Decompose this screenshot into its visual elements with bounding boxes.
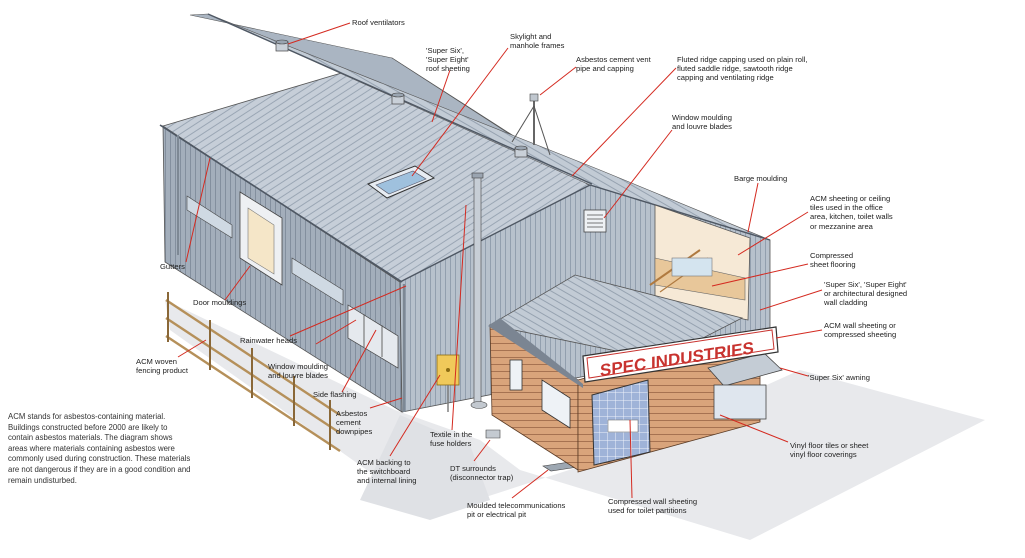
label-super-six-wall: 'Super Six', 'Super Eight' or architectu… bbox=[824, 280, 908, 308]
label-vent-pipe: Asbestos cement vent pipe and capping bbox=[576, 55, 651, 74]
label-skylight: Skylight and manhole frames bbox=[510, 32, 565, 51]
label-telecom-pit: Moulded telecommunications pit or electr… bbox=[467, 501, 566, 520]
label-door-mouldings: Door mouldings bbox=[193, 298, 247, 307]
sign-board bbox=[582, 326, 779, 383]
label-barge-moulding: Barge moulding bbox=[734, 174, 788, 183]
label-gutters: Gutters bbox=[160, 262, 185, 271]
label-window-louvre-left: Window moulding and louvre blades bbox=[268, 362, 328, 381]
label-roof-ventilators: Roof ventilators bbox=[352, 18, 405, 27]
label-fencing: ACM woven fencing product bbox=[136, 357, 188, 376]
skylight bbox=[366, 165, 436, 199]
ground-shadow bbox=[165, 300, 985, 540]
label-window-louvre-top: Window moulding and louvre blades bbox=[672, 113, 732, 132]
vent-pipe bbox=[511, 93, 551, 156]
label-compressed-floor: Compressed sheet flooring bbox=[810, 251, 856, 270]
roof-ventilator-2 bbox=[391, 92, 405, 105]
label-awning: 'Super Six' awning bbox=[808, 373, 870, 382]
roof-ventilator-1 bbox=[275, 39, 289, 52]
label-acm-backing: ACM backing to the switchboard and inter… bbox=[357, 458, 417, 486]
office-annex: SPEC INDUSTRIES bbox=[488, 274, 783, 473]
label-dt-surrounds: DT surrounds (disconnector trap) bbox=[450, 464, 514, 483]
awning bbox=[707, 352, 783, 387]
label-vinyl: Vinyl floor tiles or sheet vinyl floor c… bbox=[790, 441, 869, 460]
label-rainwater-heads: Rainwater heads bbox=[240, 336, 297, 345]
label-side-flashing: Side flashing bbox=[313, 390, 357, 399]
label-super-six-roof: 'Super Six', 'Super Eight' roof sheeting bbox=[426, 46, 470, 74]
leader-lines bbox=[177, 22, 823, 499]
label-toilet-partitions: Compressed wall sheeting used for toilet… bbox=[608, 497, 698, 516]
interior-cutaway bbox=[649, 204, 751, 321]
info-note: ACM stands for asbestos-containing mater… bbox=[8, 412, 191, 485]
fence bbox=[165, 292, 341, 453]
gable-louvre bbox=[583, 209, 607, 233]
label-textile-fuse: Textile in the fuse holders bbox=[430, 430, 473, 449]
roof-ventilator-3 bbox=[514, 145, 528, 158]
annex-roof bbox=[488, 274, 744, 361]
label-acm-ceiling: ACM sheeting or ceiling tiles used in th… bbox=[810, 194, 893, 231]
switchboard bbox=[436, 354, 460, 412]
label-ridge-capping: Fluted ridge capping used on plain roll,… bbox=[677, 55, 808, 83]
label-downpipes: Asbestos cement downpipes bbox=[336, 409, 373, 437]
label-acm-wall: ACM wall sheeting or compressed sheeting bbox=[824, 321, 897, 340]
